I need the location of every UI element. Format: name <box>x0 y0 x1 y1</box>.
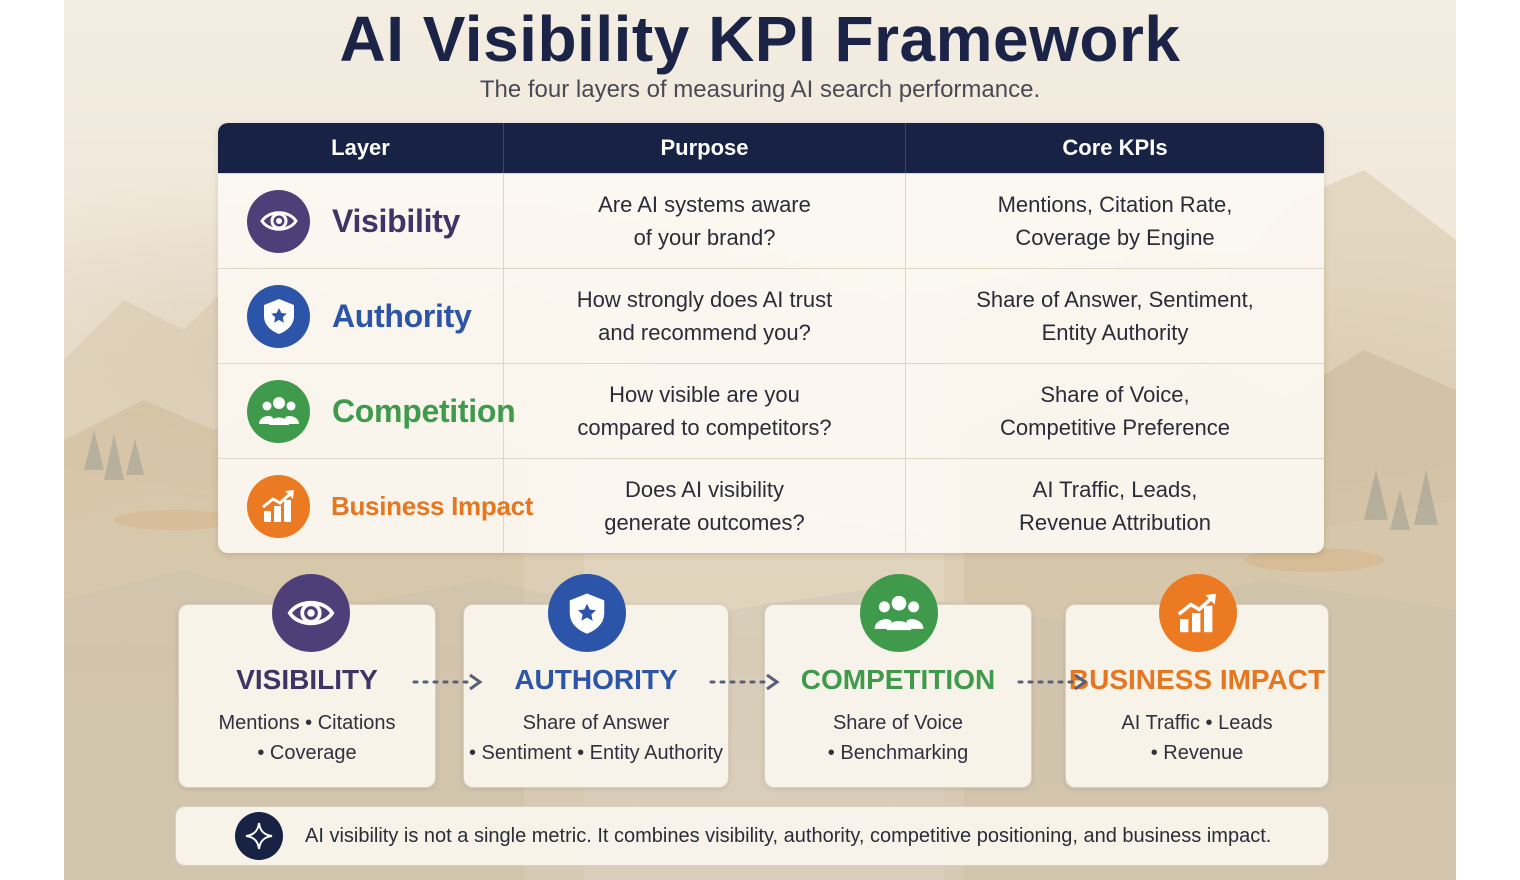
flow-label-competition: COMPETITION <box>800 664 996 695</box>
table-header-purpose: Purpose <box>504 123 906 173</box>
layer-name: Authority <box>332 297 472 334</box>
kpi-table: Layer Purpose Core KPIs Visibility Are A… <box>218 123 1324 553</box>
eye-icon <box>272 574 350 652</box>
purpose-cell: How visible are you compared to competit… <box>504 364 906 458</box>
shield-star-icon <box>548 574 626 652</box>
flow-label-visibility: VISIBILITY <box>236 664 378 695</box>
layer-name: Visibility <box>332 202 461 239</box>
flow-desc-business-impact: AI Traffic • Leads • Revenue <box>1121 712 1273 764</box>
layer-cell: Business Impact <box>218 459 533 553</box>
eye-icon <box>247 189 310 253</box>
sparkle-icon <box>235 812 283 860</box>
summary-note: AI visibility is not a single metric. It… <box>175 806 1329 866</box>
table-row-business-impact: Business Impact Does AI visibility gener… <box>218 458 1324 553</box>
page-subtitle: The four layers of measuring AI search p… <box>479 76 1041 103</box>
kpis-cell: Share of Voice, Competitive Preference <box>1000 382 1230 440</box>
dotted-arrow-icon <box>709 673 780 691</box>
table-row-authority: Authority How strongly does AI trust and… <box>218 268 1324 363</box>
dotted-arrow-icon <box>1017 673 1088 691</box>
flow-desc-competition: Share of Voice • Benchmarking <box>827 712 969 764</box>
infographic-canvas: AI Visibility KPI Framework The four lay… <box>64 0 1456 880</box>
dotted-arrow-icon <box>412 673 483 691</box>
flow-label-business-impact: BUSINESS IMPACT <box>1068 664 1326 695</box>
group-icon <box>247 379 310 443</box>
layer-name: Business Impact <box>331 490 534 521</box>
kpis-cell: Mentions, Citation Rate, Coverage by Eng… <box>997 192 1233 250</box>
flow-label-authority: AUTHORITY <box>514 664 678 695</box>
purpose-cell: How strongly does AI trust and recommend… <box>504 269 906 363</box>
purpose-cell: Are AI systems aware of your brand? <box>504 174 906 268</box>
shield-star-icon <box>247 284 310 348</box>
growth-chart-icon <box>1159 574 1237 652</box>
kpis-cell: AI Traffic, Leads, Revenue Attribution <box>1018 477 1212 535</box>
group-icon <box>860 574 938 652</box>
table-header-layer: Layer <box>218 123 504 173</box>
table-row-visibility: Visibility Are AI systems aware of your … <box>218 173 1324 268</box>
layer-cell: Visibility <box>218 174 504 268</box>
flow-desc-authority: Share of Answer • Sentiment • Entity Aut… <box>468 712 724 764</box>
table-header-row: Layer Purpose Core KPIs <box>218 123 1324 173</box>
table-header-core-kpis: Core KPIs <box>1062 135 1168 160</box>
kpis-cell: Share of Answer, Sentiment, Entity Autho… <box>976 287 1254 345</box>
purpose-cell: Does AI visibility generate outcomes? <box>504 459 906 553</box>
layer-name: Competition <box>332 392 516 429</box>
page-title: AI Visibility KPI Framework <box>339 3 1181 75</box>
growth-chart-icon <box>247 474 310 538</box>
layer-cell: Competition <box>218 364 516 458</box>
layer-cell: Authority <box>218 269 504 363</box>
flow-desc-visibility: Mentions • Citations • Coverage <box>218 712 396 764</box>
table-row-competition: Competition How visible are you compared… <box>218 363 1324 458</box>
summary-note-text: AI visibility is not a single metric. It… <box>305 824 1272 847</box>
